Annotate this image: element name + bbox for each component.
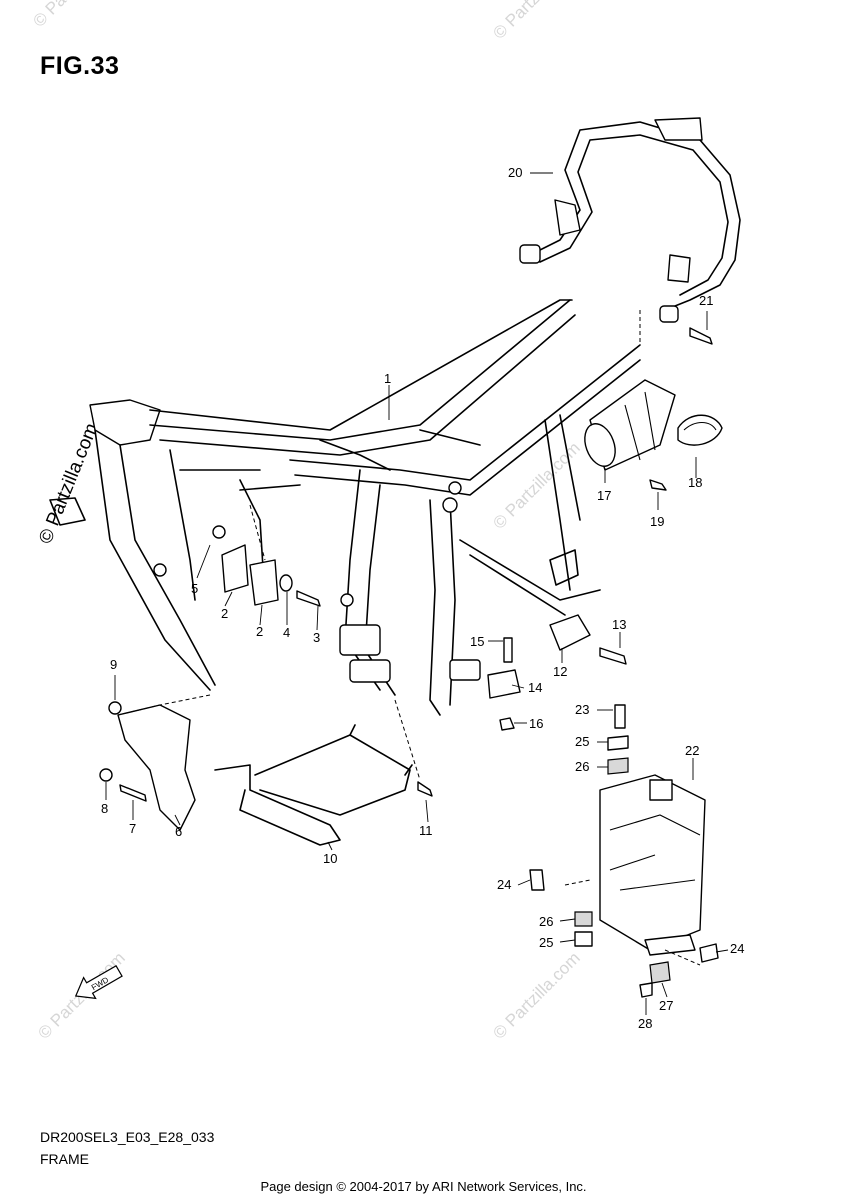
callout-6: 6 (175, 824, 182, 839)
callout-24: 24 (497, 877, 511, 892)
callout-20: 20 (508, 165, 522, 180)
locator-lines (117, 310, 701, 966)
callout-2: 2 (221, 606, 228, 621)
watermark-text: © Partzilla.com (489, 0, 583, 43)
callout-25: 25 (539, 935, 553, 950)
callout-19: 19 (650, 514, 664, 529)
callout-2: 2 (256, 624, 263, 639)
battery-case (584, 379, 723, 471)
callout-14: 14 (528, 680, 542, 695)
section-name: FRAME (40, 1151, 89, 1167)
callout-15: 15 (470, 634, 484, 649)
callout-8: 8 (101, 801, 108, 816)
callout-11: 11 (419, 823, 433, 838)
main-frame (49, 299, 641, 716)
callout-23: 23 (575, 702, 589, 717)
callout-10: 10 (323, 851, 337, 866)
callout-13: 13 (612, 617, 626, 632)
callout-22: 22 (685, 743, 699, 758)
callout-18: 18 (688, 475, 702, 490)
callout-17: 17 (597, 488, 611, 503)
callout-21: 21 (699, 293, 713, 308)
callout-labels: 1 2 2 3 4 5 6 7 8 9 10 11 12 13 14 15 16… (101, 165, 744, 1031)
callout-25: 25 (575, 734, 589, 749)
callout-26: 26 (575, 759, 589, 774)
copyright-footer: Page design © 2004-2017 by ARI Network S… (260, 1179, 587, 1194)
callout-16: 16 (529, 716, 543, 731)
callout-3: 3 (313, 630, 320, 645)
leader-lines (105, 172, 729, 1015)
figure-title: FIG.33 (40, 52, 120, 80)
callout-24: 24 (730, 941, 744, 956)
callout-4: 4 (283, 625, 290, 640)
callout-26: 26 (539, 914, 553, 929)
watermark-text-dark: © Partzilla.com (35, 420, 102, 547)
callout-5: 5 (191, 581, 198, 596)
callout-28: 28 (638, 1016, 652, 1031)
mount-rubbers (487, 327, 713, 731)
model-code: DR200SEL3_E03_E28_033 (40, 1129, 215, 1145)
callout-9: 9 (110, 657, 117, 672)
callout-1: 1 (384, 371, 391, 386)
engine-mount-brackets (212, 525, 321, 607)
callout-7: 7 (129, 821, 136, 836)
tool-box (529, 704, 719, 998)
watermark-text: © Partzilla.com (489, 948, 583, 1042)
front-bracket (99, 701, 196, 831)
callout-27: 27 (659, 998, 673, 1013)
lower-cradle (214, 724, 433, 846)
rear-carrier (519, 117, 741, 323)
callout-12: 12 (553, 664, 567, 679)
watermark-text: © Partzilla.com (29, 0, 123, 31)
